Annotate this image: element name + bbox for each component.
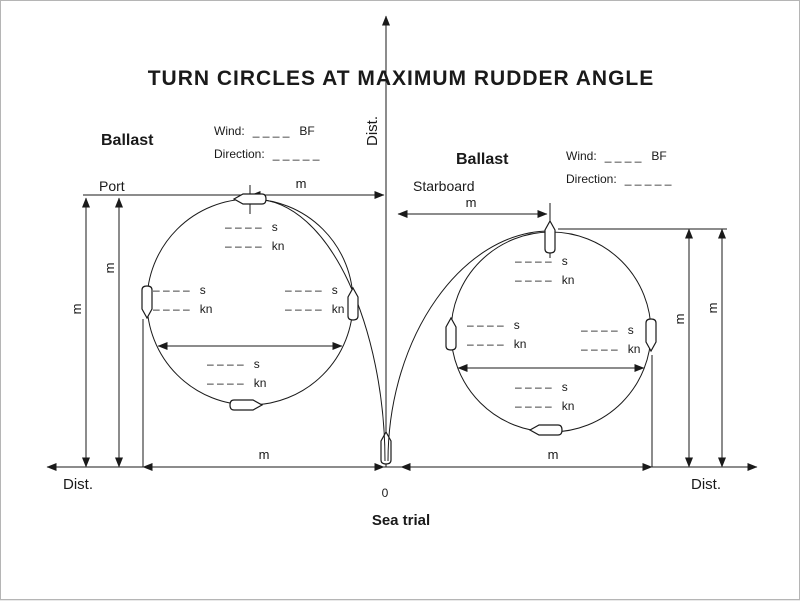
ship-icon <box>380 431 392 465</box>
meters-label: m <box>296 176 307 191</box>
wind-field: Wind:_ _ _ _BF <box>566 149 667 163</box>
meters-label: m <box>705 303 720 314</box>
starboard-trajectory-curve <box>387 230 551 462</box>
speed-reading: – – – –kn <box>207 376 266 390</box>
direction-field: Direction:_ _ _ _ _ <box>566 172 672 186</box>
side-label: Port <box>99 178 125 194</box>
time-reading: – – – –s <box>515 254 568 268</box>
bottom-axis: m m Dist. Dist. <box>46 319 758 493</box>
origin-label: 0 <box>382 486 389 500</box>
time-reading: – – – –s <box>515 380 568 394</box>
ship-icon <box>141 285 153 319</box>
time-reading: – – – –s <box>225 220 278 234</box>
bottom-left-axis-label: Dist. <box>63 476 93 493</box>
vertical-axis-label: Dist. <box>364 116 381 146</box>
meters-label: m <box>102 263 117 274</box>
speed-reading: – – – –kn <box>515 273 574 287</box>
ship-icon <box>645 318 657 352</box>
speed-reading: – – – –kn <box>515 399 574 413</box>
time-reading: – – – –s <box>153 283 206 297</box>
condition-label: Ballast <box>456 151 509 168</box>
ship-icon <box>229 399 263 411</box>
port-trajectory-curve <box>252 198 386 462</box>
meters-label: m <box>69 304 84 315</box>
speed-reading: – – – –kn <box>581 342 640 356</box>
time-reading: – – – –s <box>581 323 634 337</box>
meters-label: m <box>548 447 559 462</box>
diagram-title: TURN CIRCLES AT MAXIMUM RUDDER ANGLE <box>148 67 655 90</box>
ship-icon <box>544 220 556 254</box>
ship-icon <box>347 287 359 321</box>
speed-reading: – – – –kn <box>285 302 344 316</box>
meters-label: m <box>259 447 270 462</box>
port-turn-diagram: Ballast Port Wind:_ _ _ _BF Direction:_ … <box>69 124 386 468</box>
bottom-right-axis-label: Dist. <box>691 476 721 493</box>
meters-label: m <box>466 195 477 210</box>
direction-field: Direction:_ _ _ _ _ <box>214 147 320 161</box>
ship-icon <box>445 317 457 351</box>
time-reading: – – – –s <box>207 357 260 371</box>
side-label: Starboard <box>413 178 474 194</box>
condition-label: Ballast <box>101 132 154 149</box>
wind-field: Wind:_ _ _ _BF <box>214 124 315 138</box>
time-reading: – – – –s <box>467 318 520 332</box>
time-reading: – – – –s <box>285 283 338 297</box>
starboard-turn-diagram: Ballast Starboard Wind:_ _ _ _BF Directi… <box>387 149 727 468</box>
center-axis: Dist. 0 <box>364 15 392 500</box>
diagram-caption: Sea trial <box>372 512 430 529</box>
speed-reading: – – – –kn <box>225 239 284 253</box>
meters-label: m <box>672 314 687 325</box>
ship-icon <box>529 424 563 436</box>
speed-reading: – – – –kn <box>153 302 212 316</box>
speed-reading: – – – –kn <box>467 337 526 351</box>
